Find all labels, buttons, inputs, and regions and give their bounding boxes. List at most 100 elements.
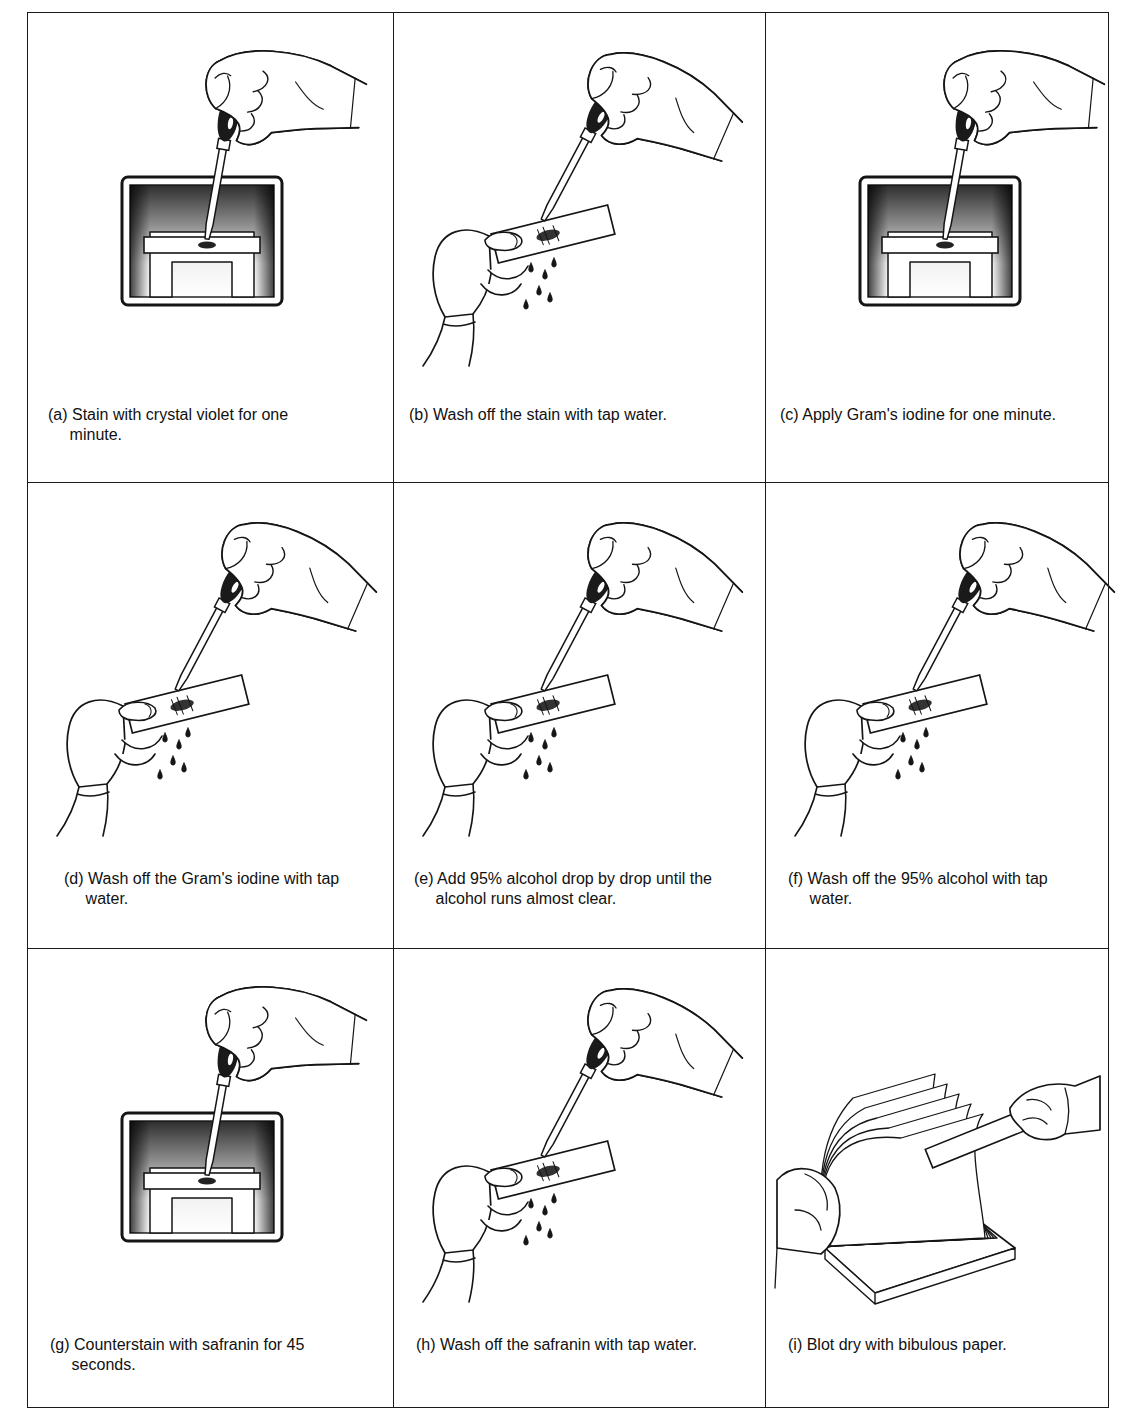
water-drop	[552, 728, 557, 737]
finger-lines	[980, 542, 1026, 606]
water-drop	[529, 733, 534, 742]
dropper-tube	[540, 607, 589, 692]
hand-fill	[565, 969, 750, 1129]
step-illustration	[423, 969, 750, 1302]
water-drop	[543, 1206, 548, 1215]
step-panel: (h) Wash off the safranin with tap water…	[393, 948, 766, 1408]
hand-outline	[565, 33, 750, 193]
fingers	[115, 736, 162, 765]
water-drop	[182, 763, 187, 772]
dropper-tube	[912, 607, 961, 692]
dropper-tube	[204, 1084, 227, 1176]
tray-inner	[868, 185, 1012, 297]
hand-with-dropper	[179, 976, 369, 1198]
booklet-page	[822, 1104, 988, 1246]
dropper-tube	[540, 137, 589, 222]
step-caption: (d) Wash off the Gram's iodine with tap …	[64, 869, 354, 909]
hand-fill	[199, 503, 384, 663]
tray-shadow	[130, 1121, 274, 1233]
water-drop	[915, 740, 920, 749]
thumb	[119, 702, 156, 720]
hand-detail	[659, 1022, 737, 1095]
left-hand	[433, 230, 491, 317]
water-drop	[548, 1229, 553, 1238]
finger-lines	[608, 1008, 654, 1072]
hand-fill	[935, 40, 1108, 163]
step-caption: (h) Wash off the safranin with tap water…	[416, 1335, 716, 1355]
forearm	[57, 784, 109, 836]
forearm	[423, 314, 475, 366]
fingers	[481, 266, 528, 295]
liquid-lines	[909, 694, 931, 716]
hand-fill	[565, 503, 750, 663]
dropper-tube	[540, 1073, 589, 1158]
dropper-tube	[204, 148, 227, 240]
hand-outline	[199, 503, 384, 663]
slide	[882, 237, 998, 253]
hand-with-dropper	[518, 33, 750, 281]
smear	[936, 242, 954, 249]
step-illustration	[122, 976, 369, 1241]
dropper-tube	[942, 148, 965, 240]
staining-tray	[122, 1113, 282, 1241]
left-hand	[777, 1169, 840, 1254]
thumb-lines	[958, 534, 989, 574]
step-panel: (e) Add 95% alcohol drop by drop until t…	[393, 482, 766, 949]
tray-inner	[130, 185, 274, 297]
booklet-page	[822, 1114, 985, 1246]
liquid-lines	[171, 694, 193, 716]
step-illustration	[423, 33, 750, 366]
hand-with-dropper	[518, 969, 750, 1217]
water-drop	[896, 770, 901, 779]
water-drop	[537, 756, 542, 765]
thumbnail	[511, 234, 517, 247]
bulb-highlight	[227, 117, 234, 130]
water-drop	[529, 1199, 534, 1208]
booklet-page	[822, 1084, 994, 1246]
hand-outline	[565, 969, 750, 1129]
fingers	[481, 736, 528, 765]
water-drop	[529, 263, 534, 272]
liquid-lines	[537, 1160, 559, 1182]
step-caption: (i) Blot dry with bibulous paper.	[788, 1335, 1088, 1355]
thumb-lines	[210, 1008, 232, 1047]
left-hand	[805, 700, 863, 787]
water-drop	[177, 740, 182, 749]
thumb-lines	[586, 64, 617, 104]
water-drop	[552, 1194, 557, 1203]
staining-tray	[860, 177, 1020, 305]
smear	[198, 1178, 216, 1185]
step-illustration	[775, 1074, 1100, 1304]
water-drop	[909, 756, 914, 765]
water-drop	[920, 763, 925, 772]
hand-detail	[293, 556, 371, 629]
water-drop	[524, 300, 529, 309]
booklet-page	[822, 1094, 991, 1246]
thumb-lines	[586, 1000, 617, 1040]
booklet-page	[821, 1074, 997, 1246]
forearm	[423, 1250, 475, 1302]
hand-outline	[937, 503, 1122, 663]
step-illustration	[122, 40, 369, 305]
water-drop	[537, 286, 542, 295]
hand-fill	[565, 33, 750, 193]
step-caption: (c) Apply Gram's iodine for one minute.	[780, 405, 1080, 425]
water-drop	[543, 740, 548, 749]
thumb	[485, 1168, 522, 1186]
left-hand	[67, 700, 125, 787]
forearm	[795, 784, 847, 836]
left-hand	[433, 1166, 491, 1253]
water-drop	[158, 770, 163, 779]
hand-detail	[1031, 556, 1109, 629]
water-drop	[548, 293, 553, 302]
hand-detail	[659, 556, 737, 629]
tray-shadow	[130, 185, 274, 297]
step-panel: (i) Blot dry with bibulous paper.	[765, 948, 1109, 1408]
hand-detail	[289, 68, 359, 128]
hand-with-dropper	[179, 40, 369, 262]
smear	[198, 242, 216, 249]
